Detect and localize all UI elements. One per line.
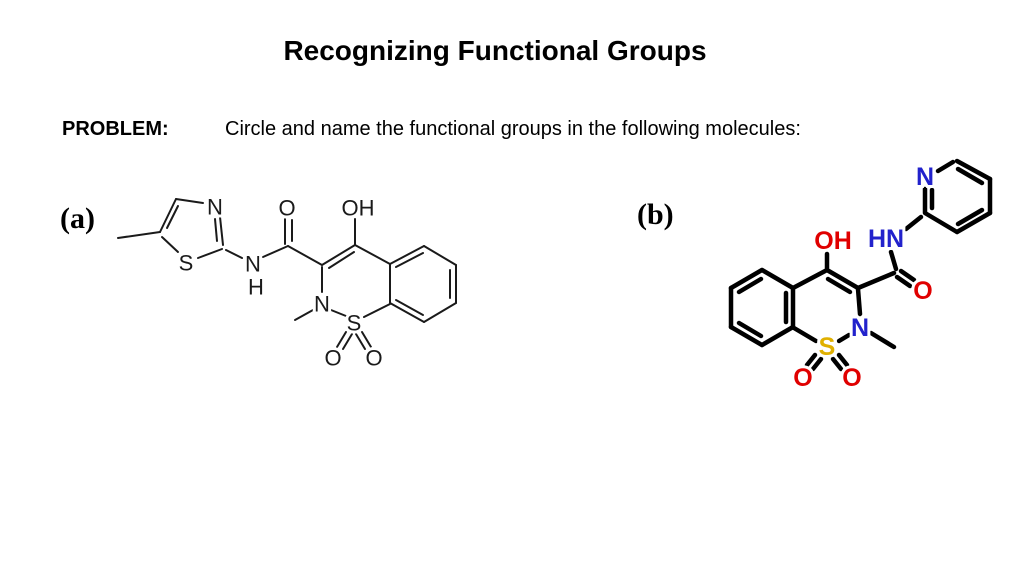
atom-label-oh: OH — [814, 227, 852, 255]
atom-label-o: O — [324, 346, 341, 371]
atom-label-hn: HN — [868, 225, 904, 253]
bond — [955, 166, 985, 186]
bond — [354, 244, 391, 265]
bond — [935, 159, 956, 174]
bond — [287, 245, 323, 266]
bond — [262, 245, 289, 258]
bond — [898, 268, 917, 283]
bond — [175, 198, 204, 204]
atom-label-o: O — [913, 277, 932, 305]
atom-label-s: S — [819, 333, 836, 361]
bond — [830, 356, 844, 372]
bond — [836, 332, 852, 344]
bond — [225, 249, 243, 259]
atom-label-o: O — [365, 346, 382, 371]
bond — [855, 286, 863, 317]
bond — [836, 352, 850, 368]
atom-label-s: S — [347, 311, 362, 336]
molecule-a-label: (a) — [60, 202, 95, 235]
atom-label-o: O — [278, 196, 295, 221]
atom-label-s: S — [179, 251, 194, 276]
bond — [336, 331, 347, 348]
atom-label-n: N — [851, 314, 869, 342]
bond — [423, 245, 457, 266]
bond — [197, 248, 223, 259]
bond — [728, 324, 765, 348]
bond — [342, 333, 353, 350]
bond — [423, 302, 457, 323]
bond — [328, 251, 355, 269]
bond — [159, 198, 177, 233]
molecule-b-label: (b) — [637, 198, 674, 231]
atom-label-n: N — [314, 292, 330, 317]
atom-label-h: H — [248, 275, 264, 300]
bond — [894, 274, 913, 289]
bond — [321, 244, 356, 266]
bond — [330, 309, 347, 317]
bond — [736, 320, 764, 339]
problem-text: Circle and name the functional groups in… — [225, 118, 801, 140]
bond — [791, 325, 819, 344]
bond — [214, 218, 218, 242]
bond — [855, 270, 897, 291]
bond — [395, 252, 424, 268]
page-title: Recognizing Functional Groups — [283, 35, 707, 66]
bond — [804, 352, 818, 368]
bond — [759, 324, 796, 348]
bond — [395, 299, 424, 316]
bond — [824, 267, 861, 291]
bond — [954, 158, 993, 182]
atom-label-o: O — [793, 364, 812, 392]
atom-label-n: N — [207, 195, 223, 220]
bond — [790, 267, 830, 291]
bond — [903, 214, 924, 232]
bond — [728, 267, 765, 291]
bond — [117, 231, 161, 239]
bond — [355, 333, 366, 350]
bond — [166, 205, 179, 229]
bond — [868, 330, 897, 350]
bond — [759, 267, 796, 291]
bond — [389, 245, 425, 265]
bond — [389, 302, 425, 323]
bond — [825, 276, 853, 295]
problem-statement: PROBLEM: Circle and name the functional … — [0, 118, 1024, 142]
atom-label-n: N — [916, 163, 934, 191]
problem-label: PROBLEM: — [62, 118, 169, 140]
bond — [810, 356, 824, 372]
atom-label-o: O — [842, 364, 861, 392]
bond — [363, 303, 391, 318]
bond — [294, 309, 314, 321]
atom-label-oh: OH — [342, 196, 375, 221]
bond — [922, 210, 960, 235]
bond — [361, 331, 372, 348]
bond — [888, 249, 899, 272]
bond — [955, 207, 985, 227]
atom-label-n: N — [245, 252, 261, 277]
bond — [736, 276, 764, 295]
bond — [161, 236, 179, 253]
bond — [219, 216, 224, 246]
bond — [954, 210, 993, 235]
